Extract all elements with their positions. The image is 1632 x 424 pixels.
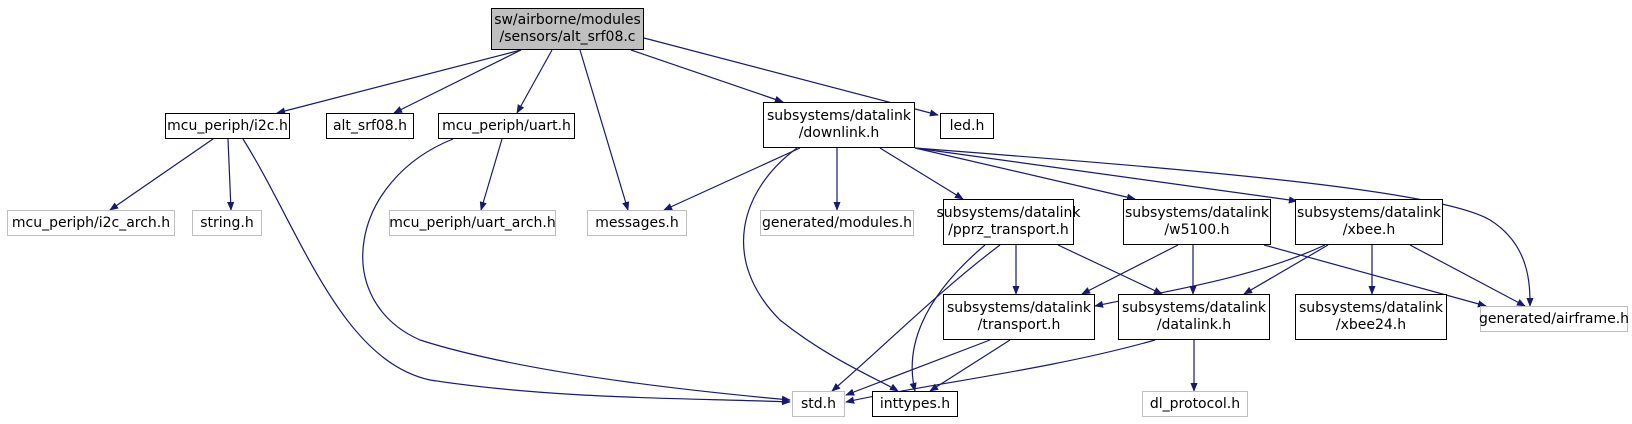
node-string-h: string.h: [192, 210, 262, 236]
edge-downlink-messages: [663, 147, 801, 211]
node-alt-srf08-h[interactable]: alt_srf08.h: [326, 113, 414, 139]
edge-root-alt-srf08: [393, 49, 522, 114]
edge-w5100-transport: [1081, 244, 1179, 295]
edge-downlink-inttypes: [742, 147, 899, 392]
node-transport-h[interactable]: subsystems/datalink /transport.h: [943, 294, 1095, 340]
node-led-h[interactable]: led.h: [940, 113, 994, 139]
node-pprz-transport-h[interactable]: subsystems/datalink /pprz_transport.h: [937, 199, 1081, 245]
node-i2c-arch-h: mcu_periph/i2c_arch.h: [7, 210, 175, 236]
edge-xbee-airframe: [1409, 244, 1526, 307]
node-generated-airframe-h: generated/airframe.h: [1479, 306, 1629, 332]
edge-pprz-datalink: [1057, 244, 1163, 295]
edge-i2c-string: [227, 138, 235, 211]
edge-downlink-xbee: [914, 147, 1298, 204]
edge-root-downlink: [630, 49, 784, 103]
node-generated-modules-h: generated/modules.h: [760, 210, 914, 236]
edge-uart-uart-arch: [479, 138, 503, 211]
edge-root-uart: [516, 49, 553, 114]
edge-xbee-transport: [1094, 244, 1326, 308]
edge-i2c-i2c-arch: [109, 138, 214, 211]
node-alt-srf08-c[interactable]: sw/airborne/modules /sensors/alt_srf08.c: [491, 8, 644, 50]
node-downlink-h[interactable]: subsystems/datalink /downlink.h: [763, 102, 915, 148]
edge-xbee-datalink: [1243, 244, 1329, 295]
node-w5100-h[interactable]: subsystems/datalink /w5100.h: [1123, 199, 1271, 245]
edge-root-i2c: [276, 49, 522, 115]
edge-transport-inttypes: [929, 339, 1011, 392]
edge-i2c-std: [242, 138, 791, 406]
node-xbee-h[interactable]: subsystems/datalink /xbee.h: [1295, 199, 1443, 245]
edge-uart-std: [362, 138, 791, 403]
edge-downlink-pprz: [879, 147, 964, 200]
node-mcu-periph-uart-h[interactable]: mcu_periph/uart.h: [438, 113, 575, 139]
edge-pprz-inttypes: [909, 244, 986, 392]
node-datalink-h[interactable]: subsystems/datalink /datalink.h: [1118, 294, 1270, 340]
edge-pprz-std: [831, 244, 1001, 392]
node-inttypes-h[interactable]: inttypes.h: [872, 391, 958, 417]
node-uart-arch-h: mcu_periph/uart_arch.h: [389, 210, 556, 236]
edge-transport-std: [845, 339, 991, 396]
edge-downlink-w5100: [914, 147, 1136, 201]
node-std-h: std.h: [792, 391, 845, 417]
node-messages-h: messages.h: [587, 210, 687, 236]
node-xbee24-h[interactable]: subsystems/datalink /xbee24.h: [1295, 294, 1447, 340]
node-dl-protocol-h: dl_protocol.h: [1142, 391, 1248, 417]
node-mcu-periph-i2c-h[interactable]: mcu_periph/i2c.h: [165, 113, 290, 139]
edge-root-messages: [579, 49, 630, 211]
